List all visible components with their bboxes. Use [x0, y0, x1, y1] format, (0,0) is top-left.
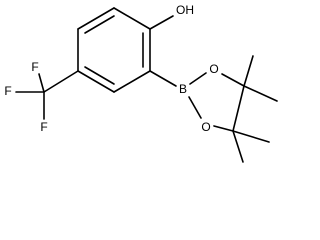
benzene-ring [77, 7, 151, 93]
bond-obottom-cq2 [213, 125, 234, 132]
bond-c2-c3 [77, 7, 115, 30]
bond-cq2-methyl-right [232, 130, 270, 143]
bond-b-otop [189, 72, 207, 85]
hydroxyl-label: OH [176, 3, 194, 17]
bond-c4-cf3 [43, 70, 79, 93]
bond-cq1-methyl-up [243, 55, 254, 87]
bond-c1-c2 [113, 7, 151, 30]
double-bond-c4-c5 [84, 66, 115, 85]
boron-label: B [179, 82, 187, 96]
bond-c1-oh [149, 15, 174, 30]
bond-cf3-ftop [38, 73, 45, 93]
bond-c5-c6 [113, 70, 151, 93]
structure-canvas: OH F F F B O O [4, 3, 278, 163]
oxygen-top-label: O [209, 62, 218, 76]
bond-c6-b [149, 70, 177, 87]
bond-otop-cq1 [221, 73, 245, 87]
oxygen-bottom-label: O [201, 120, 210, 134]
fluorine-bottom-label: F [40, 120, 47, 134]
bond-cq2-methyl-down [232, 130, 244, 163]
molecule-drawing: OH F F F B O O [4, 3, 278, 163]
bond-cq1-cq2 [232, 85, 245, 132]
fluorine-top-label: F [31, 60, 38, 74]
bond-cq1-methyl-right [243, 85, 278, 102]
bond-c4-c5 [77, 70, 115, 93]
fluorine-left-label: F [4, 84, 11, 98]
bond-b-obottom [188, 96, 202, 119]
double-bond-c2-c3 [84, 15, 115, 34]
